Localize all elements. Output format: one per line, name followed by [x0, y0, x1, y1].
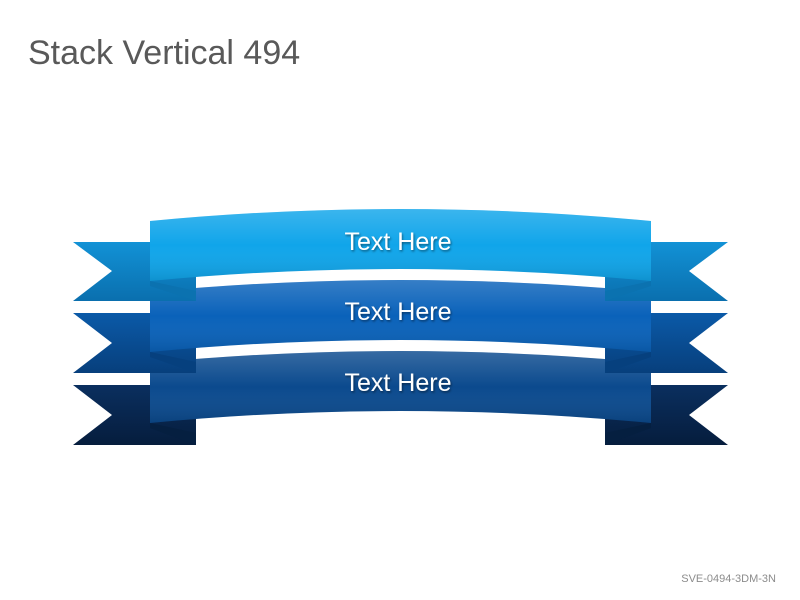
- ribbon-1-label: Text Here: [345, 228, 452, 256]
- slide-title: Stack Vertical 494: [28, 34, 301, 72]
- ribbon-1-left-fold: [150, 281, 196, 301]
- ribbon-2-right-fold: [605, 352, 651, 373]
- ribbon-1-front-shine: [150, 209, 651, 281]
- ribbon-3-right-fold: [605, 423, 651, 445]
- ribbon-2-front-shine: [150, 280, 651, 352]
- ribbon-2-label: Text Here: [345, 298, 452, 326]
- ribbon-3-left-fold: [150, 423, 196, 445]
- ribbon-2-left-fold: [150, 352, 196, 373]
- ribbon-3: Text Here: [73, 351, 728, 445]
- ribbon-1: Text Here: [73, 209, 728, 301]
- slide-code: SVE-0494-3DM-3N: [681, 573, 776, 585]
- ribbon-1-right-fold: [605, 281, 651, 301]
- ribbon-2: Text Here: [73, 280, 728, 373]
- ribbon-3-label: Text Here: [345, 369, 452, 397]
- ribbon-3-front-shine: [150, 351, 651, 423]
